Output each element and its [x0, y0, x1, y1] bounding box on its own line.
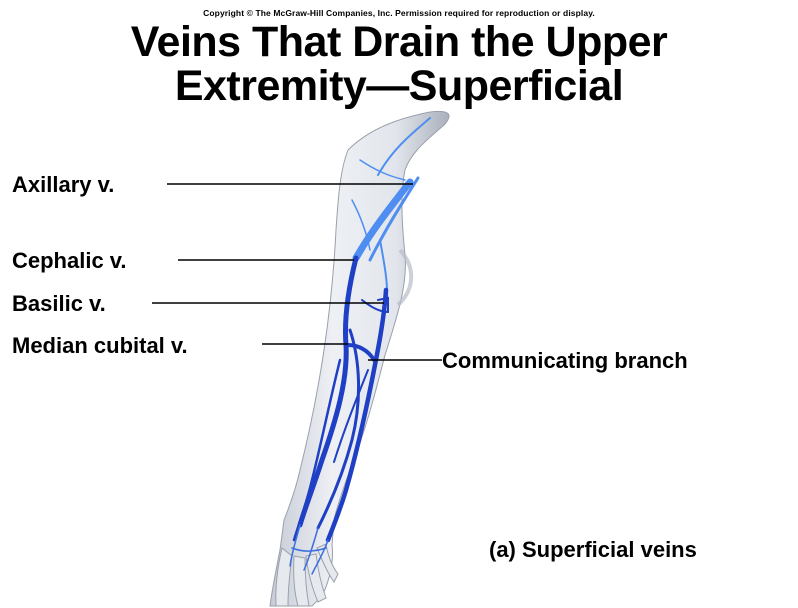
label-basilic-vein: Basilic v. [12, 291, 106, 317]
label-communicating-branch: Communicating branch [442, 348, 688, 374]
label-median-cubital-vein: Median cubital v. [12, 333, 188, 359]
figure-caption: (a) Superficial veins [489, 537, 697, 563]
label-cephalic-vein: Cephalic v. [12, 248, 127, 274]
label-axillary-vein: Axillary v. [12, 172, 114, 198]
